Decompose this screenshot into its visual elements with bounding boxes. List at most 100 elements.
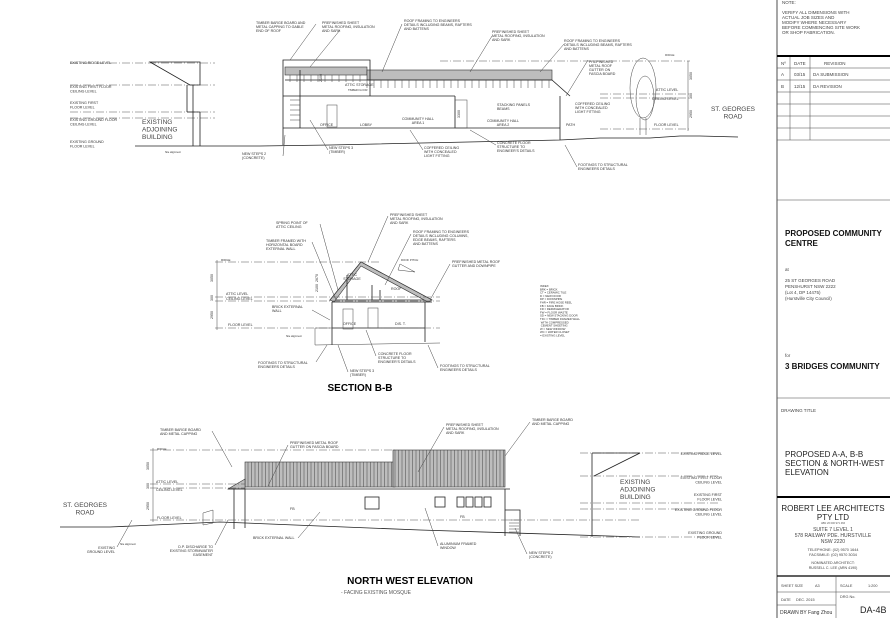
tree (629, 57, 657, 119)
text-line: METAL ROOFING, INSULATION (446, 427, 499, 431)
note-brick-wall: BRICK EXTERNAL WALL (253, 536, 294, 540)
floor-level: FLOOR LEVEL (228, 323, 253, 327)
text-line: WITH COMPRESSED (540, 320, 569, 324)
text-line: (Hurstville City Council) (785, 296, 832, 301)
text-line: FLOOR LEVEL (697, 536, 722, 540)
text-line: OR SHOP FABRICATION. (782, 30, 835, 35)
revision-date: 12/15 (794, 84, 806, 89)
text-line: PENSHURST NSW 2222 (785, 284, 836, 289)
text-line: FLOOR LEVEL (70, 145, 95, 149)
text-line: LIGHT FITTING (424, 154, 450, 158)
note-steps-concrete: NEW STEPS 2(CONCRETE) (242, 152, 266, 160)
revision-header-date: DATE (794, 61, 806, 66)
text-line: STACKING PANELS (497, 103, 531, 107)
text-line: ATTIC CEILING (276, 225, 302, 229)
attic-floor: TIMBER FLOOR (348, 88, 368, 92)
text-line: GUTTER AND DOWNPIPE (452, 264, 496, 268)
roof-left (244, 461, 396, 488)
text-line: SUITE 7 LEVEL 1 (813, 527, 853, 533)
text-line: GUTTER ON (589, 68, 611, 72)
text-line: CEILING LEVEL (70, 90, 97, 94)
text-line: ADJOINING (620, 487, 655, 494)
scale-label: SCALE (840, 584, 853, 588)
text-line: 578 RAILWAY PDE. HURSTVILLE (795, 533, 872, 539)
ridge-level: RIDGE (221, 258, 231, 262)
text-line: TIMBER BARGE BOARD AND (256, 21, 306, 25)
room-roof: ROOF (391, 287, 402, 291)
at-label: at (785, 267, 790, 272)
section-aa: EXISTING RIDGE LEVEL EXISTING FIRST FLOO… (70, 19, 756, 171)
text-line: BRICK EXTERNAL (272, 305, 303, 309)
steps (509, 519, 519, 533)
dim-2950: 2950 (146, 502, 150, 510)
dim-3300: 3300 (457, 110, 461, 118)
text-line: EXISTING STORMWATER (170, 549, 214, 553)
text-line: METAL ROOFING, INSULATION (492, 34, 545, 38)
text-line: PREFINISHED SHEET (322, 21, 360, 25)
room-lobby: LOBBY (360, 123, 373, 127)
roof-gable (329, 261, 433, 303)
text-line: METAL ROOFING, INSULATION (390, 217, 443, 221)
text-line: COFFERED CEILING (575, 102, 610, 106)
text-line: ENGINEERS DETAILS (440, 368, 477, 372)
text-line: EDGE BEAMS, RAFTERS (413, 238, 456, 242)
text-line: = EXISTING LEVEL (540, 334, 565, 338)
text-line: FLOOR LEVEL (697, 498, 722, 502)
elevation-title: NORTH WEST ELEVATION (347, 576, 473, 587)
dim-300: 300 (689, 93, 693, 99)
stairs (290, 99, 300, 121)
scale: 1:200 (868, 584, 878, 588)
ceiling-level: CEILING LEVEL (156, 488, 183, 492)
for-label: for (785, 353, 791, 358)
roof-pitch-label: ROOF PITCH (401, 258, 418, 262)
text-line: EXISTING FIRST (694, 493, 723, 497)
dim-2950: 2950 (689, 110, 693, 118)
ceiling-level: CEILING LEVEL (652, 97, 679, 101)
door (326, 104, 338, 128)
text-line: ADJOINING (142, 127, 177, 134)
stacking-panels (454, 99, 468, 129)
text-line: WITH CONCEALED (424, 150, 457, 154)
text-line: CONCRETE FLOOR (378, 352, 412, 356)
text-line: EXISTING GROUND (70, 140, 104, 144)
text-line: METAL ROOF (589, 64, 613, 68)
ceiling-level: CEILING LEVEL (226, 297, 253, 301)
text-line: DP = DOWNPIPE (540, 297, 562, 301)
text-line: NEW STEPS 2 (529, 551, 553, 555)
text-line: AND SARK (492, 38, 511, 42)
dim-2670: 2670 (315, 274, 319, 282)
text-line: CT = CERAMIC TILE (540, 291, 567, 295)
text-line: FHR = FIRE HOSE REEL (540, 301, 573, 305)
text-line: GROUND LEVEL (87, 550, 115, 554)
text-line: ATTIC (347, 273, 358, 277)
room-attic-storage: ATTIC STORAGE (345, 83, 374, 87)
text-line: ENGINEERS DETAILS (258, 365, 295, 369)
text-line: PREFINISHED METAL ROOF (452, 260, 501, 264)
text-line: EXISTING GROUND (688, 531, 722, 535)
text-line: CONCRETE FLOOR (497, 141, 531, 145)
text-line: ROOF FRAMING TO ENGINEERS (413, 230, 470, 234)
facsimile: FACSIMILE: (02) 9570 3034 (809, 553, 857, 557)
text-line: PREFINISHED METAL ROOF (290, 441, 339, 445)
text-line: PREFINISHED SHEET (390, 213, 428, 217)
revision-date: 03/15 (794, 72, 806, 77)
text-line: CEILING LEVEL (695, 513, 722, 517)
text-line: ENGINEERS DETAILS (578, 167, 615, 171)
text-line: END OF ROOF (256, 29, 282, 33)
